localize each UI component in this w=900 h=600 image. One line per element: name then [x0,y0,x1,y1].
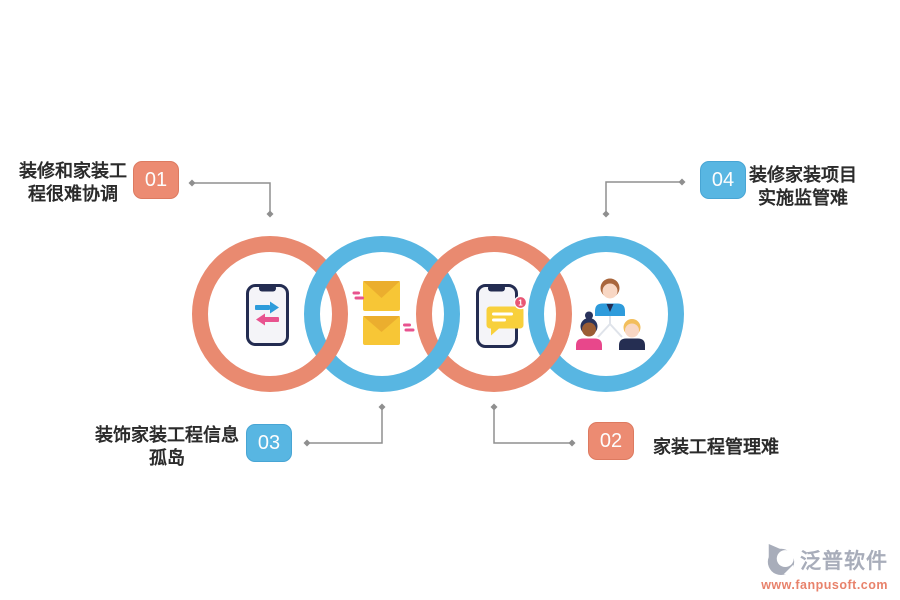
label-02-text: 家装工程管理难 [653,436,793,459]
connector-03 [303,403,386,447]
phone-sync-icon [246,284,289,346]
ring-overlap-arc [526,329,570,381]
connector-01 [188,179,274,218]
badge-02: 02 [588,422,634,460]
label-04-line2: 实施监管难 [758,188,848,208]
label-02-line1: 家装工程管理难 [653,437,779,457]
label-01-line1: 装修和家装工 [19,161,127,181]
ring-overlap-arc [302,329,346,381]
phone-chat-icon: 1 [476,284,528,348]
ring-phone-chat [416,236,572,392]
brand-url: www.fanpusoft.com [761,578,888,592]
badge-03: 03 [246,424,292,462]
ring-mail [304,236,460,392]
label-03-text: 装饰家装工程信息 孤岛 [90,424,244,470]
team-icon [576,278,645,350]
mail-icon [352,281,415,345]
label-03-line2: 孤岛 [149,448,185,468]
watermark-logo: 泛普软件 www.fanpusoft.com [761,542,888,592]
badge-01: 01 [133,161,179,199]
label-01-line2: 程很难协调 [28,184,118,204]
ring-overlap-arc [414,329,458,381]
label-03-line1: 装饰家装工程信息 [95,425,239,445]
ring-phone-sync [192,236,348,392]
badge-04: 04 [700,161,746,199]
brand-name: 泛普软件 [800,550,888,573]
notification-count: 1 [518,299,523,308]
label-01-text: 装修和家装工 程很难协调 [14,160,132,206]
connector-02 [490,403,576,447]
label-04-line1: 装修家装项目 [749,165,857,185]
connector-04 [602,178,686,218]
fanpu-logo-icon [767,544,795,576]
ring-team [528,236,684,392]
label-04-text: 装修家装项目 实施监管难 [743,164,863,210]
